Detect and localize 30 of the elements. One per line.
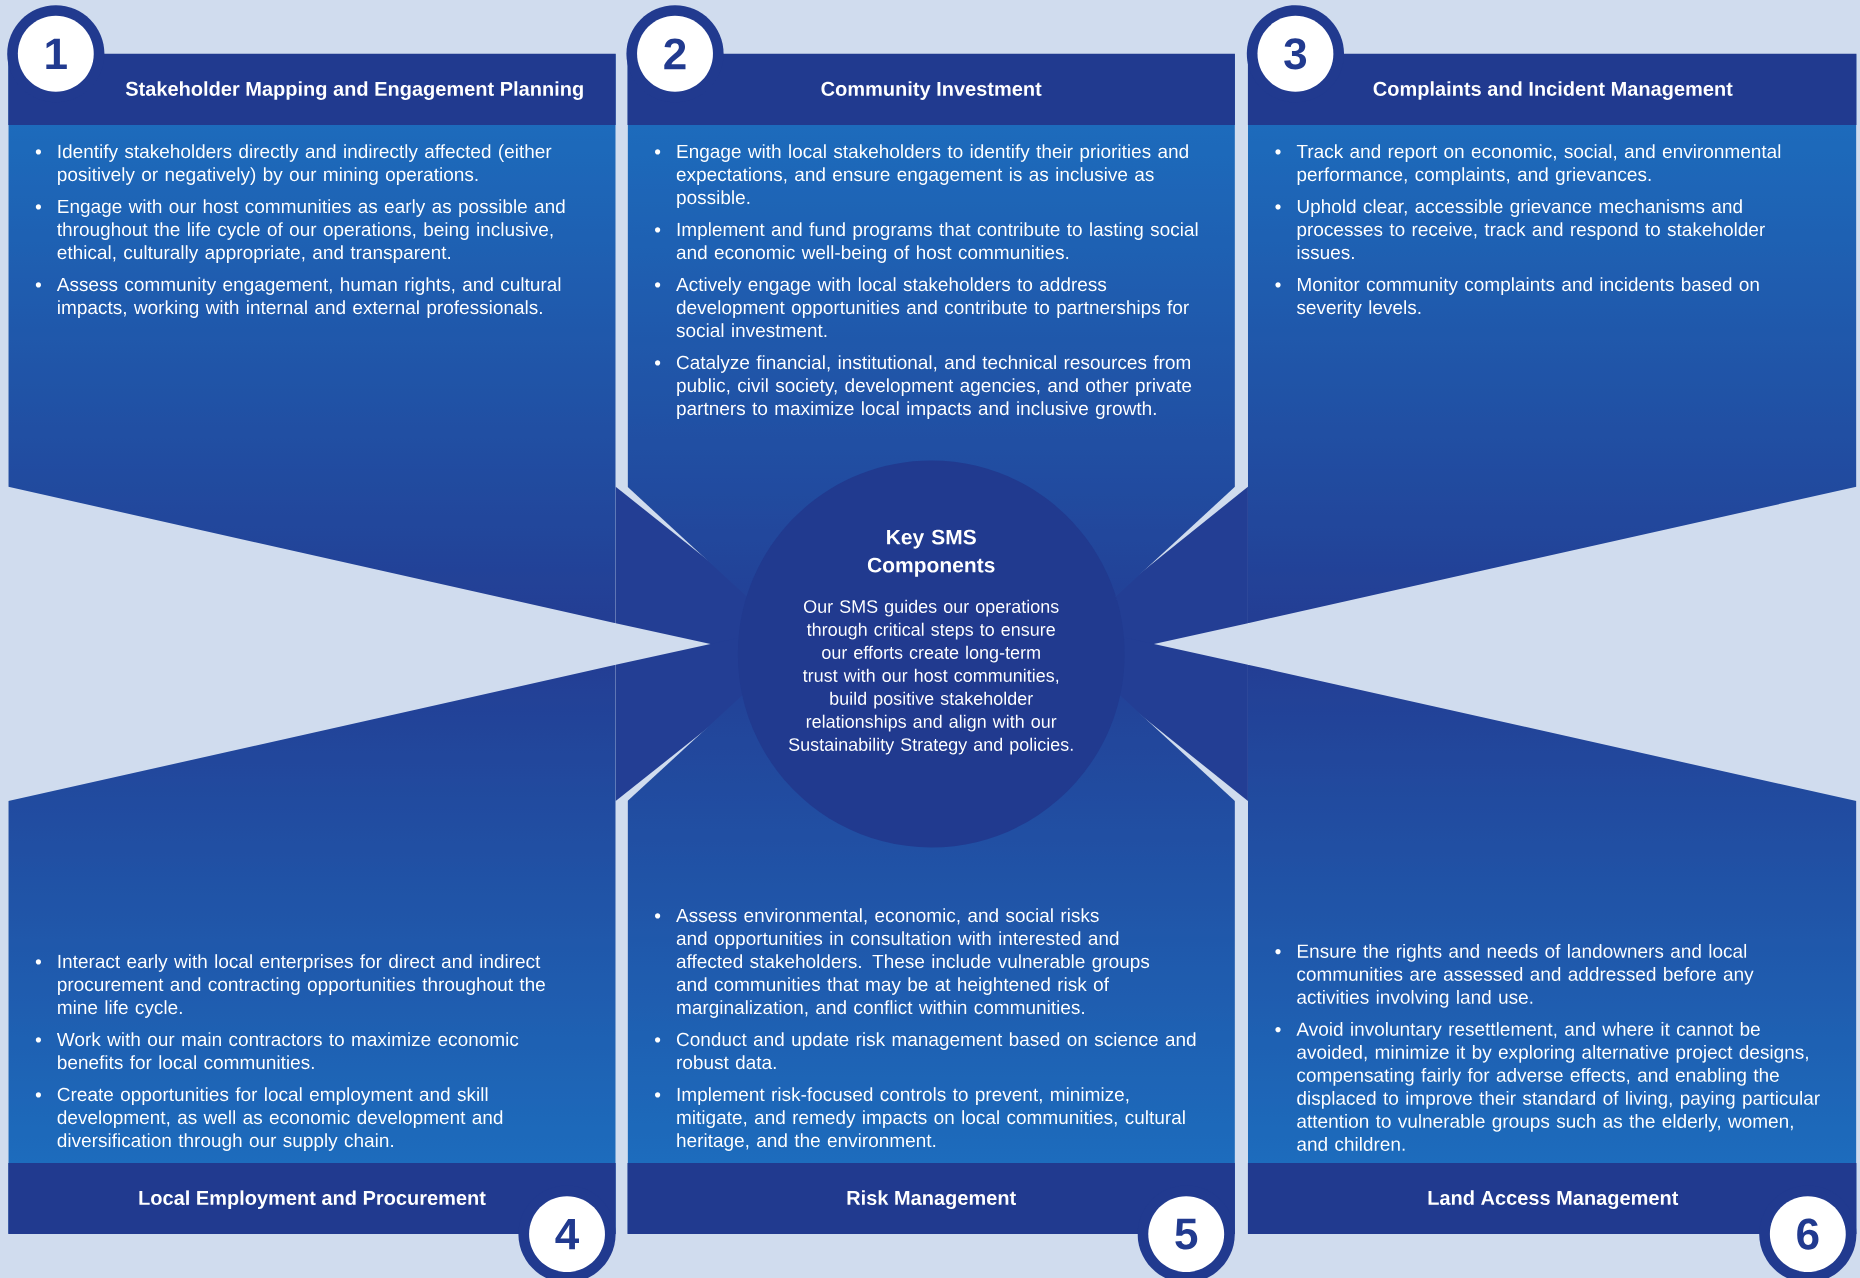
panel-heading: Stakeholder Mapping and Engagement Planning — [125, 81, 583, 100]
bullet-text: Assess community engagement, human rights, and cultural impacts, working with internal and external professionals. — [35, 277, 561, 318]
bullet-text: Actively engage with local stakeholders to address development opportunities and contribute to partnerships for social investment. — [655, 277, 1189, 338]
number-badge: 3 — [1246, 5, 1344, 103]
number-badge: 5 — [1137, 1185, 1235, 1278]
panel-heading: Risk Management — [847, 1190, 1016, 1210]
bullet-text: Assess environmental, economic, and social risks and opportunities in consultation with interested and affected stakeholders. These include vulnerable groups and communities that may be at heightened risk of marginalization, and conflict within communities. — [655, 908, 1150, 1018]
bullet-text: Monitor community complaints and incidents based on severity levels. — [1275, 277, 1759, 318]
bullet-text: Implement risk-focused controls to prevent, minimize, mitigate, and remedy impacts on local communities, cultural heritage, and the environment. — [655, 1087, 1185, 1151]
bullet-text: Engage with local stakeholders to identify their priorities and expectations, and ensure engagement is as inclusive as possible. — [655, 144, 1188, 208]
number-badge: 1 — [7, 5, 105, 103]
bullet-text: Engage with our host communities as early as possible and throughout the life cycle of our operations, being inclusive, ethical, culturally appropriate, and transparent. — [35, 199, 565, 263]
bullet-text: Track and report on economic, social, and environmental performance, complaints, and grievances. — [1275, 144, 1781, 185]
bullet-text: Catalyze financial, institutional, and technical resources from public, civil society, development agencies, and other private partners to maximize local impacts and inclusive growth. — [655, 355, 1192, 419]
bullet-text: Implement and fund programs that contribute to lasting social and economic well-being of host communities. — [655, 222, 1198, 263]
panel-heading: Community Investment — [821, 81, 1042, 100]
bullet-text: Ensure the rights and needs of landowners and local communities are assessed and addressed before any activities involving land use. — [1275, 943, 1754, 1008]
panel-heading: Land Access Management — [1428, 1190, 1679, 1210]
bullet-text: Work with our main contractors to maximize economic benefits for local communities. — [35, 1032, 519, 1070]
panel-heading: Complaints and Incident Management — [1373, 81, 1733, 100]
bullet-text: Identify stakeholders directly and indirectly affected (either positively or negatively) by our mining operations. — [35, 144, 552, 185]
number-badge: 2 — [626, 5, 724, 103]
bullet-text: Uphold clear, accessible grievance mechanisms and processes to receive, track and respond to stakeholder issues. — [1275, 199, 1765, 260]
bullet-text: Conduct and update risk management based on science and robust data. — [655, 1032, 1196, 1070]
bullet-text: Interact early with local enterprises for direct and indirect procurement and contracting opportunities throughout the mine life cycle. — [35, 954, 545, 1018]
number-badge: 4 — [518, 1185, 616, 1278]
bullet-text: Create opportunities for local employment and skill development, as well as economic development and diversification through our supply chain. — [35, 1087, 503, 1151]
panel-heading: Local Employment and Procurement — [139, 1190, 486, 1210]
bullet-text: Avoid involuntary resettlement, and where it cannot be avoided, minimize it by exploring alternative project designs, compensating fairly for adverse effects, and enabling the displaced to improve their standard of living, paying particular attention to vulnerable groups such as the elderly, women, and children. — [1275, 1021, 1820, 1151]
number-badge: 6 — [1759, 1185, 1857, 1278]
